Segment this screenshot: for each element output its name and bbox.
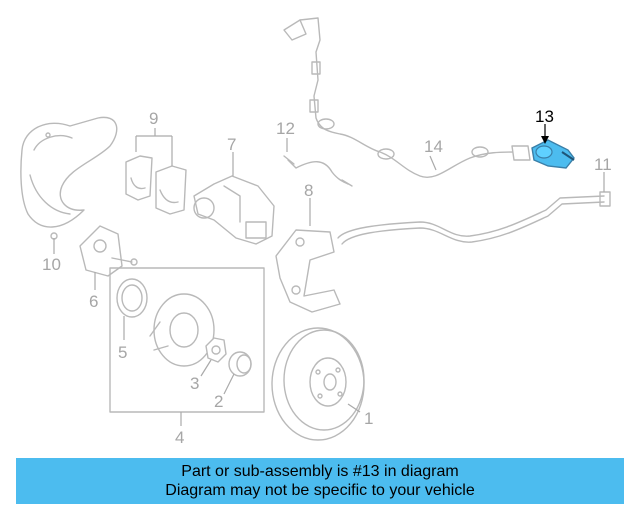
- callout-1: 1: [364, 409, 373, 428]
- abs-speed-sensor-highlighted[interactable]: [531, 139, 575, 169]
- banner-line-1: Part or sub-assembly is #13 in diagram: [181, 463, 459, 480]
- hub-nut-part: [205, 337, 227, 363]
- brake-pads-part: [125, 155, 187, 215]
- callout-8: 8: [304, 181, 313, 200]
- brake-line-part: [337, 191, 611, 245]
- brake-caliper-part: [193, 175, 275, 245]
- callout-6: 6: [89, 292, 98, 311]
- callout-3: 3: [190, 374, 199, 393]
- callout-12: 12: [276, 119, 295, 138]
- wheel-hub-part: [149, 293, 215, 367]
- leader-lines: [53, 124, 605, 426]
- brake-hose-part: [283, 155, 353, 187]
- spindle-part: [79, 225, 138, 277]
- brake-rotor-part: [271, 327, 365, 441]
- callout-11: 11: [594, 155, 612, 174]
- callout-13[interactable]: 13: [535, 107, 554, 126]
- hub-group-box: [109, 267, 265, 413]
- callout-14: 14: [424, 137, 443, 156]
- callout-7: 7: [227, 135, 236, 154]
- abs-sensor-wire-part: [283, 17, 531, 178]
- callout-4: 4: [175, 428, 184, 447]
- caliper-bracket-part: [275, 229, 341, 313]
- info-banner: Part or sub-assembly is #13 in diagram D…: [16, 458, 624, 504]
- splash-shield-part: [20, 116, 118, 240]
- tone-ring-part: [116, 278, 148, 318]
- banner-line-2: Diagram may not be specific to your vehi…: [165, 482, 475, 499]
- dust-cap-part: [228, 351, 252, 377]
- callout-5: 5: [118, 343, 127, 362]
- callout-2: 2: [214, 392, 223, 411]
- callout-10: 10: [42, 255, 61, 274]
- callout-9: 9: [149, 109, 158, 128]
